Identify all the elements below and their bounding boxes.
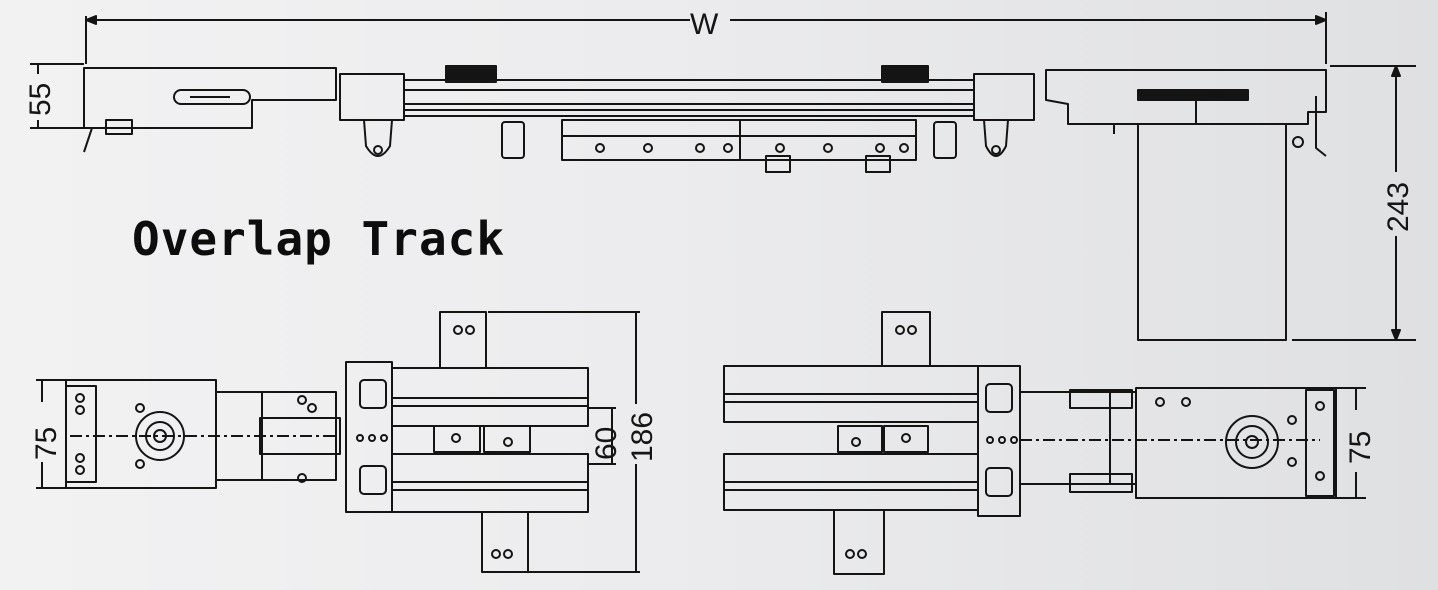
left-plan-view: 75 <box>30 311 659 573</box>
left-width-label: 75 <box>30 427 63 460</box>
diagram-title: Overlap Track <box>132 212 506 266</box>
span-label: 186 <box>626 412 659 462</box>
right-plan-view: 75 <box>723 311 1377 575</box>
bracket-height-dimension: 243 <box>1292 65 1416 341</box>
track-height-dimension: 55 <box>24 63 84 129</box>
gap-label: 60 <box>590 427 623 460</box>
width-dimension: W <box>85 8 1327 64</box>
bracket-height-label: 243 <box>1382 182 1415 232</box>
right-width-label: 75 <box>1344 431 1377 464</box>
track-elevation <box>83 65 1327 341</box>
track-height-label: 55 <box>24 83 57 116</box>
width-label: W <box>690 8 719 41</box>
